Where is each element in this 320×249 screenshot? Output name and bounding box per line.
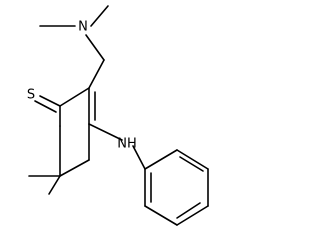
bond-c1-s bbox=[39, 95, 61, 107]
bond-c4-c5 bbox=[59, 159, 90, 177]
bond-ph-1 bbox=[144, 149, 178, 170]
bond-c1-c2 bbox=[59, 87, 90, 107]
bond-ph-2 bbox=[176, 149, 209, 170]
bond-n-methyl-right bbox=[90, 5, 109, 27]
bond-c5-methyl-lower bbox=[48, 175, 61, 195]
amine-nitrogen-label: N bbox=[78, 20, 88, 35]
bond-ph-double-a bbox=[179, 156, 204, 172]
bond-ph-4 bbox=[176, 205, 209, 226]
aniline-nh-label: NH bbox=[117, 137, 137, 152]
bond-c1-s-double bbox=[34, 100, 57, 113]
bond-nh-ph bbox=[132, 145, 146, 170]
molecule-structure: S N NH bbox=[27, 5, 209, 226]
bond-ph-double-b bbox=[176, 202, 201, 219]
bond-n-ch2 bbox=[85, 34, 105, 61]
bond-ch2-c2 bbox=[88, 59, 105, 89]
bond-ph-5 bbox=[144, 205, 178, 226]
sulfur-label: S bbox=[27, 88, 35, 103]
bond-c3-nh bbox=[88, 123, 123, 141]
